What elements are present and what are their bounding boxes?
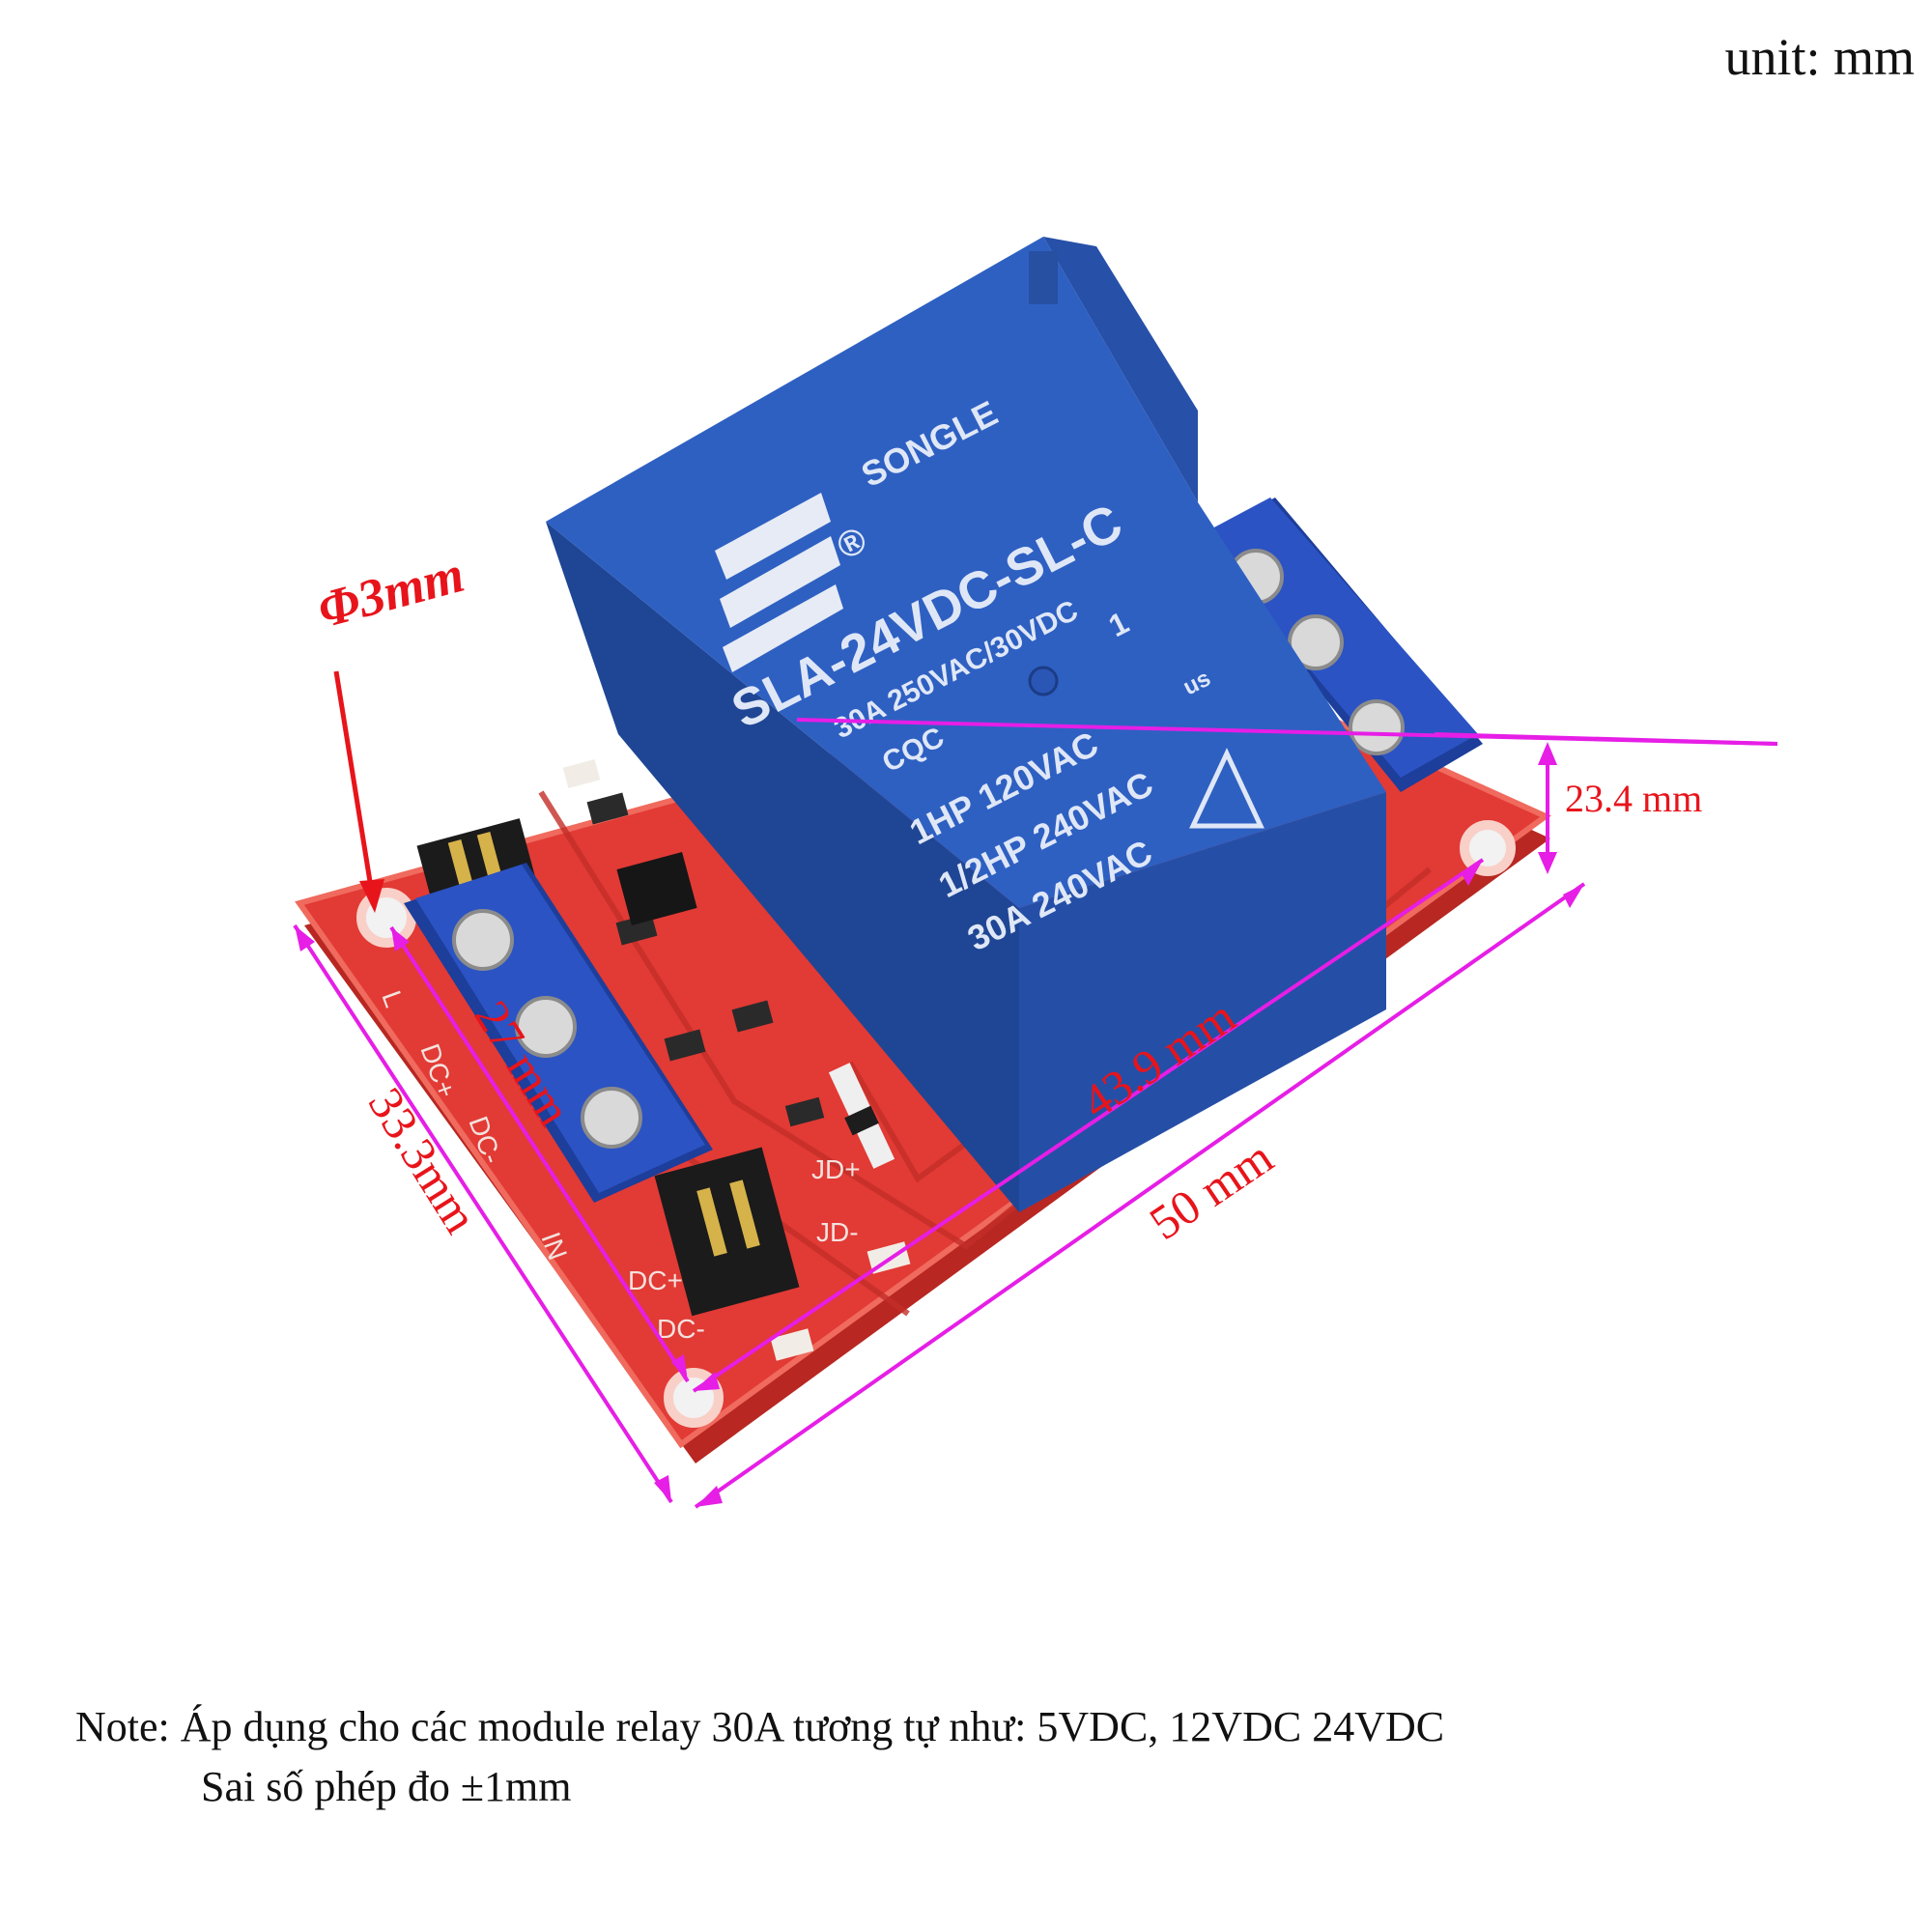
pcb-label-dc-plus-2: DC+ [628,1265,683,1295]
unit-label: unit: mm [1724,28,1915,86]
screw-icon [1349,699,1405,755]
screw-icon [581,1087,642,1149]
mounting-holes [356,820,1516,1428]
dim-line-width-hole [692,858,1485,1393]
relay-pin-nub [1029,251,1058,304]
terminal-block-input [404,863,713,1203]
dim-label-hole: Φ3mm [312,545,470,639]
dim-line-depth [293,923,673,1504]
terminal-block-output [1198,497,1483,792]
warning-triangle-icon [1189,748,1264,829]
dim-line-length [694,882,1586,1509]
note-line-1: Note: Áp dụng cho các module relay 30A t… [75,1703,1445,1750]
dimension-arrowheads [295,742,1584,1507]
dimension-lines [293,718,1778,1509]
note-line-2: Sai số phép đo ±1mm [201,1763,572,1810]
songle-logo-icon [715,493,843,672]
mounting-hole-right [1460,820,1516,876]
hole-arrow [333,670,384,913]
screw-icon [1288,614,1344,670]
dim-label-height: 23.4 mm [1565,777,1702,820]
dim-line-depth-hole [389,925,690,1383]
pcb-label-jd-minus: JD- [816,1217,859,1247]
relay-dot [1028,666,1059,696]
pcb-label-dc-minus-2: DC- [657,1314,705,1344]
jumper-header-bottom [654,1147,800,1317]
screw-icon [452,909,514,971]
screw-icon [515,996,577,1058]
pcb-label-jd-plus: JD+ [811,1154,861,1184]
relay-body: SONGLE ® SLA-24VDC-SL-C 1 30A 250VAC/30V… [546,237,1386,1212]
smd-components [562,758,911,1361]
